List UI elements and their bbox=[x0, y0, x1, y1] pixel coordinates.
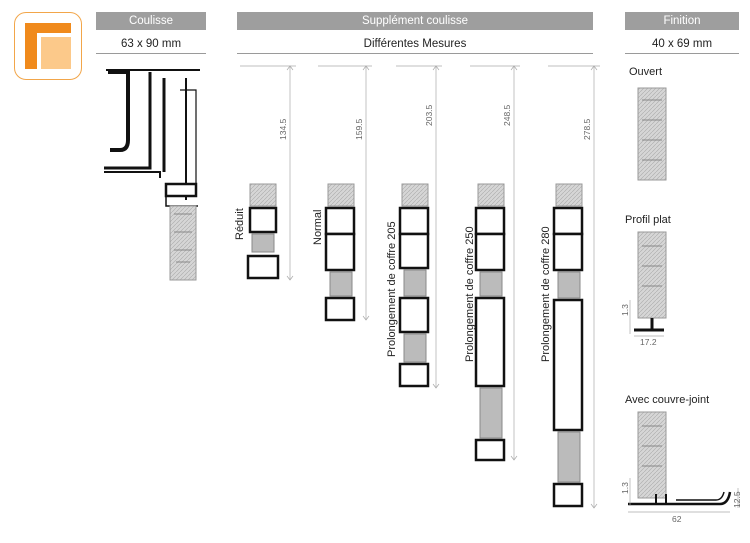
variant-label-250: Prolongement de coffre 250 bbox=[464, 226, 476, 362]
dimension-205: 203.5 bbox=[424, 104, 434, 126]
dimension-250: 248.5 bbox=[502, 104, 512, 126]
dimension-280: 278.5 bbox=[582, 118, 592, 140]
variant-250-drawing bbox=[470, 65, 520, 462]
variant-label-reduit: Réduit bbox=[234, 208, 246, 240]
supplement-header: Supplément coulisse bbox=[237, 12, 593, 30]
dimension-reduit: 134.5 bbox=[278, 118, 288, 140]
variant-label-280: Prolongement de coffre 280 bbox=[540, 226, 552, 362]
finition-header: Finition bbox=[625, 12, 739, 30]
coulisse-header: Coulisse bbox=[96, 12, 206, 30]
coulisse-subtitle: 63 x 90 mm bbox=[120, 38, 182, 50]
finish-profil-plat-dim-width: 17.2 bbox=[640, 337, 657, 347]
finish-couvre-joint-dim-height: 12.5 bbox=[732, 491, 742, 508]
finition-rule bbox=[625, 53, 739, 54]
coulisse-profile bbox=[104, 69, 200, 281]
supplement-rule bbox=[237, 53, 593, 54]
variant-205-drawing bbox=[396, 65, 442, 389]
finish-couvre-joint-drawing bbox=[628, 411, 739, 513]
dimension-normal: 159.5 bbox=[354, 118, 364, 140]
finish-profil-plat-drawing bbox=[629, 231, 667, 337]
brand-logo bbox=[14, 12, 82, 80]
finish-label-couvre-joint: Avec couvre-joint bbox=[625, 394, 710, 406]
finish-couvre-joint-dim-small: 1.3 bbox=[620, 482, 630, 494]
logo-icon bbox=[25, 23, 71, 69]
finish-profil-plat-dim-small: 1.3 bbox=[620, 304, 630, 316]
finish-couvre-joint-dim-width: 62 bbox=[672, 514, 682, 524]
finition-subtitle: 40 x 69 mm bbox=[651, 38, 713, 50]
finish-label-profil-plat: Profil plat bbox=[625, 214, 671, 226]
variant-reduit-drawing bbox=[240, 65, 296, 281]
variant-label-normal: Normal bbox=[312, 209, 324, 245]
coulisse-rule bbox=[96, 53, 206, 54]
variant-label-205: Prolongement de coffre 205 bbox=[386, 221, 398, 357]
finish-ouvert-drawing bbox=[637, 87, 667, 181]
finish-label-ouvert: Ouvert bbox=[629, 66, 663, 78]
variant-normal-drawing bbox=[318, 65, 372, 322]
supplement-subtitle: Différentes Mesures bbox=[363, 38, 467, 50]
variant-280-drawing bbox=[548, 65, 600, 509]
